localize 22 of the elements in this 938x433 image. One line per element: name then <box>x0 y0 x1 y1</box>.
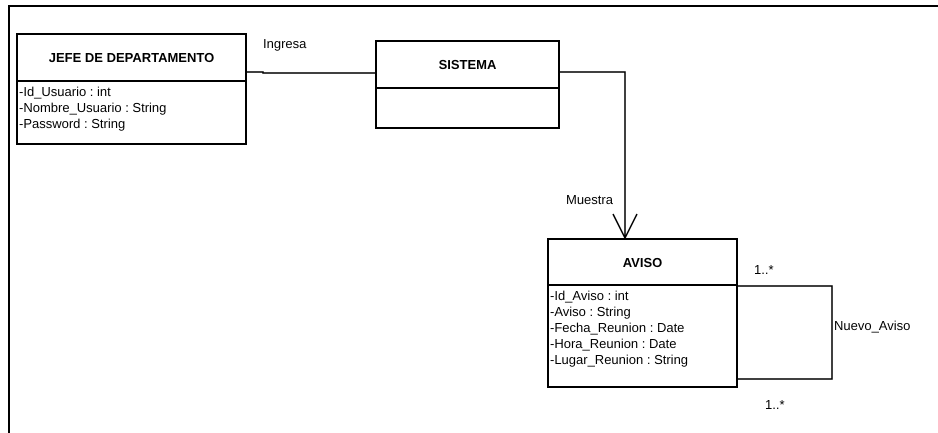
attribute: -Nombre_Usuario : String <box>19 100 166 116</box>
class-box <box>375 40 560 129</box>
attribute: -Fecha_Reunion : Date <box>550 320 684 336</box>
attribute: -Aviso : String <box>550 304 631 320</box>
class-name: JEFE DE DEPARTAMENTO <box>48 50 214 65</box>
association-line <box>738 285 833 380</box>
class-box <box>547 238 738 388</box>
association-arrow <box>560 71 638 239</box>
multiplicity-label: 1..* <box>754 262 774 277</box>
edge-label: Nuevo_Aviso <box>834 318 910 333</box>
class-name: AVISO <box>622 254 662 270</box>
attribute: -Password : String <box>19 116 126 132</box>
attribute: -Hora_Reunion : Date <box>550 336 676 352</box>
class-box <box>16 33 247 145</box>
association-line <box>247 71 375 74</box>
attribute: -Id_Aviso : int <box>550 288 629 304</box>
edge-label: Muestra <box>566 192 613 207</box>
attribute: -Id_Usuario : int <box>19 84 111 100</box>
multiplicity-label: 1..* <box>765 397 785 412</box>
attribute: -Lugar_Reunion : String <box>550 352 688 368</box>
class-name: SISTEMA <box>438 57 496 72</box>
edge-label: Ingresa <box>263 36 306 51</box>
